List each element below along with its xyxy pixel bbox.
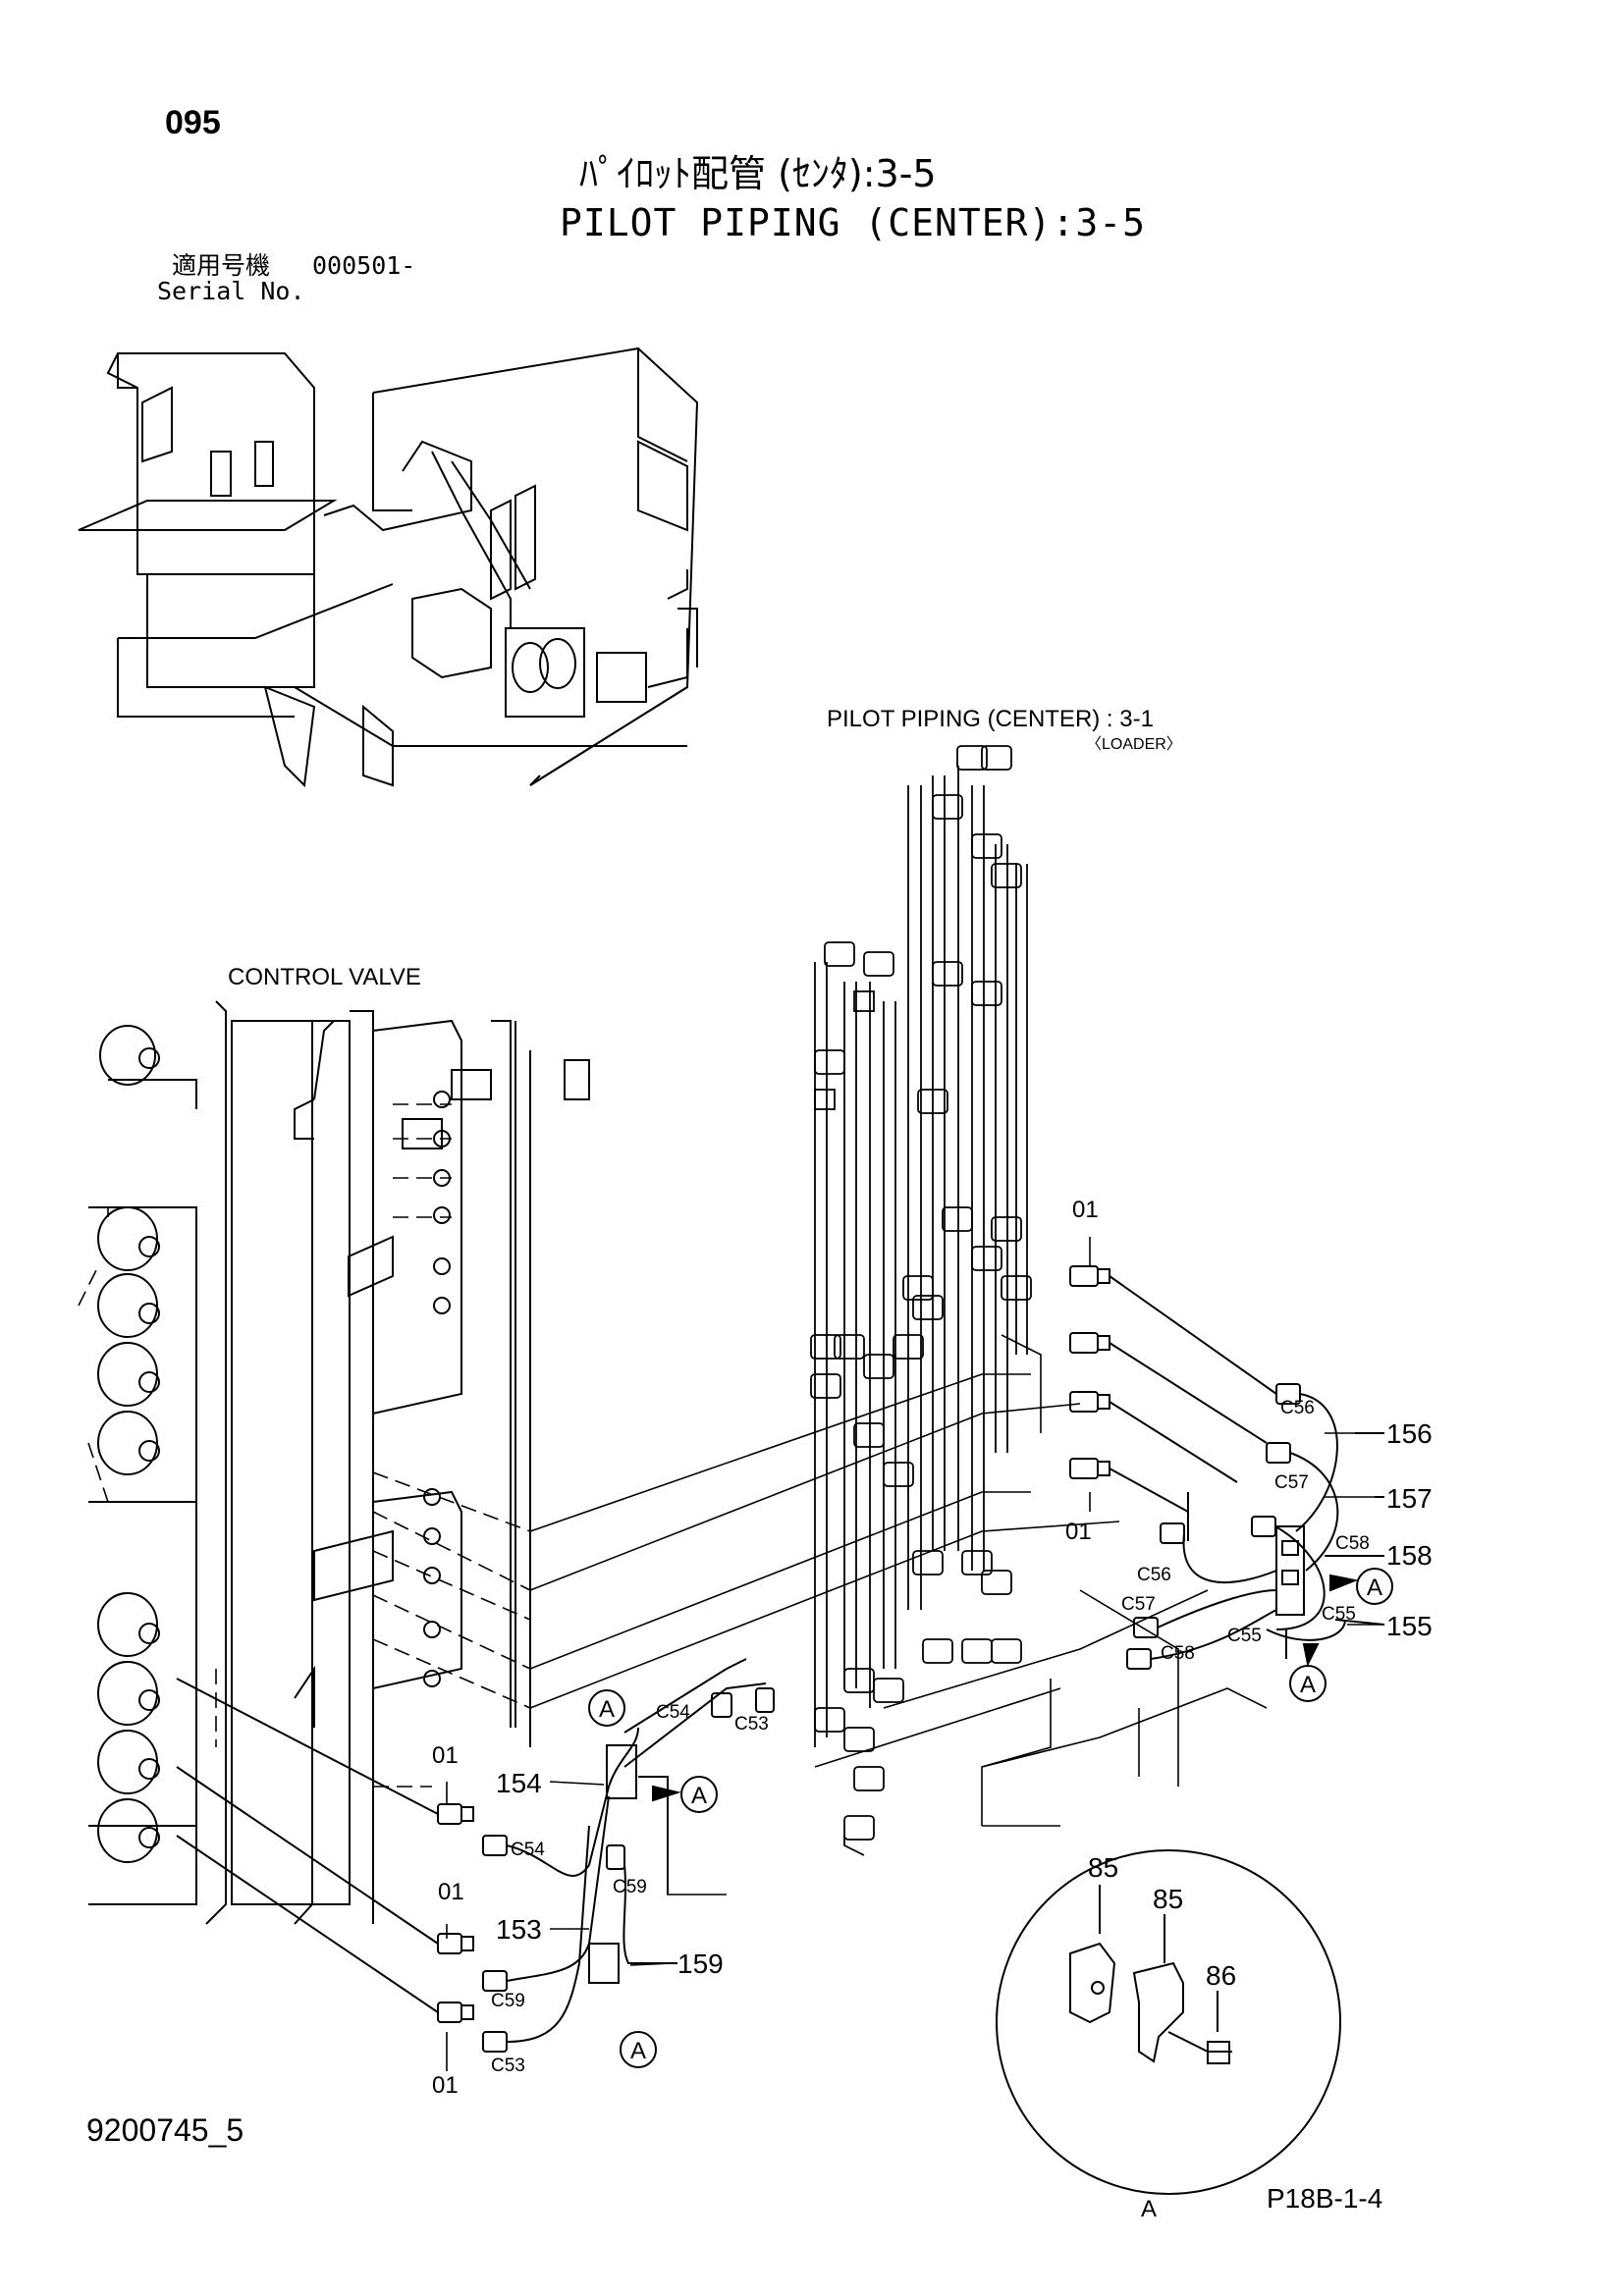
connector-c55-label-right: C55 bbox=[1322, 1604, 1356, 1625]
view-a-letter-3: A bbox=[630, 2038, 646, 2064]
loader-reference-label: 〈LOADER〉 bbox=[1086, 736, 1182, 753]
part-156-label: 156 bbox=[1386, 1418, 1433, 1449]
view-a-letter-1: A bbox=[599, 1696, 615, 1723]
connector-c53-label-lower: C53 bbox=[491, 2056, 525, 2076]
part-01-label-lower-3: 01 bbox=[432, 2072, 459, 2099]
connector-c57-label-lower: C57 bbox=[1121, 1594, 1156, 1615]
page-code: P18B-1-4 bbox=[1267, 2183, 1383, 2214]
machine-overview-sketch bbox=[78, 347, 699, 788]
part-01-label-upper: 01 bbox=[1072, 1197, 1099, 1223]
part-158-label: 158 bbox=[1386, 1540, 1433, 1571]
pilot-routing-lines bbox=[529, 1334, 1268, 1896]
detail-view-a-label: A bbox=[1141, 2196, 1157, 2222]
hose-assembly-left bbox=[176, 1658, 775, 2053]
part-01-label-lower-2: 01 bbox=[438, 1879, 464, 1905]
connector-c59-label-lower: C59 bbox=[491, 1991, 525, 2011]
control-valve-label: CONTROL VALVE bbox=[228, 964, 421, 990]
connector-c55-label-lower: C55 bbox=[1227, 1626, 1262, 1646]
serial-label-english: Serial No. bbox=[157, 277, 305, 305]
connector-c58-label-upper: C58 bbox=[1335, 1533, 1370, 1554]
part-01-label-lower-1: 01 bbox=[432, 1742, 459, 1769]
serial-number-value: 000501- bbox=[312, 251, 416, 280]
connector-c59-label-upper: C59 bbox=[613, 1877, 647, 1897]
connector-c57-label-upper: C57 bbox=[1274, 1472, 1309, 1493]
detail-view-a bbox=[996, 1849, 1341, 2195]
pipe-bundle bbox=[810, 745, 1032, 1856]
page-title-japanese: ﾊﾟｲﾛｯﾄ配管 (ｾﾝﾀ):3-5 bbox=[579, 152, 937, 195]
part-85-label-right: 85 bbox=[1153, 1884, 1183, 1914]
view-a-letter-2: A bbox=[691, 1783, 707, 1809]
serial-label-japanese: 適用号機 bbox=[172, 251, 271, 280]
hidden-lines bbox=[78, 1103, 531, 1788]
part-159-label: 159 bbox=[677, 1949, 724, 1979]
part-155-label: 155 bbox=[1386, 1611, 1433, 1641]
part-154-label: 154 bbox=[496, 1768, 542, 1798]
part-153-label: 153 bbox=[496, 1914, 542, 1945]
connector-c54-label-upper: C54 bbox=[656, 1702, 690, 1723]
connector-c56-label-upper: C56 bbox=[1280, 1398, 1315, 1418]
fitting-cluster-01 bbox=[1069, 1265, 1277, 1513]
connector-c53-label-upper: C53 bbox=[734, 1714, 769, 1735]
control-valve bbox=[88, 1000, 590, 1925]
page-number: 095 bbox=[165, 104, 221, 141]
part-85-label-left: 85 bbox=[1088, 1852, 1118, 1883]
view-a-markers bbox=[588, 1568, 1393, 2068]
view-a-letter-5: A bbox=[1300, 1672, 1316, 1698]
connector-c56-label-lower: C56 bbox=[1137, 1565, 1171, 1585]
connector-c54-label-lower: C54 bbox=[511, 1840, 545, 1860]
hose-block-right bbox=[1126, 1383, 1385, 1670]
part-157-label: 157 bbox=[1386, 1483, 1433, 1514]
part-01-label-middle: 01 bbox=[1065, 1519, 1092, 1545]
page-title-english: PILOT PIPING (CENTER):3-5 bbox=[560, 201, 1146, 244]
pilot-piping-reference-label: PILOT PIPING (CENTER) : 3-1 bbox=[827, 706, 1154, 732]
valve-spool-caps bbox=[97, 1025, 451, 1863]
part-86-label: 86 bbox=[1206, 1960, 1236, 1991]
view-a-letter-4: A bbox=[1367, 1575, 1382, 1601]
connector-c58-label-lower: C58 bbox=[1161, 1643, 1195, 1664]
document-number: 9200745_5 bbox=[86, 2112, 244, 2148]
leader-lines bbox=[446, 1237, 1384, 2071]
